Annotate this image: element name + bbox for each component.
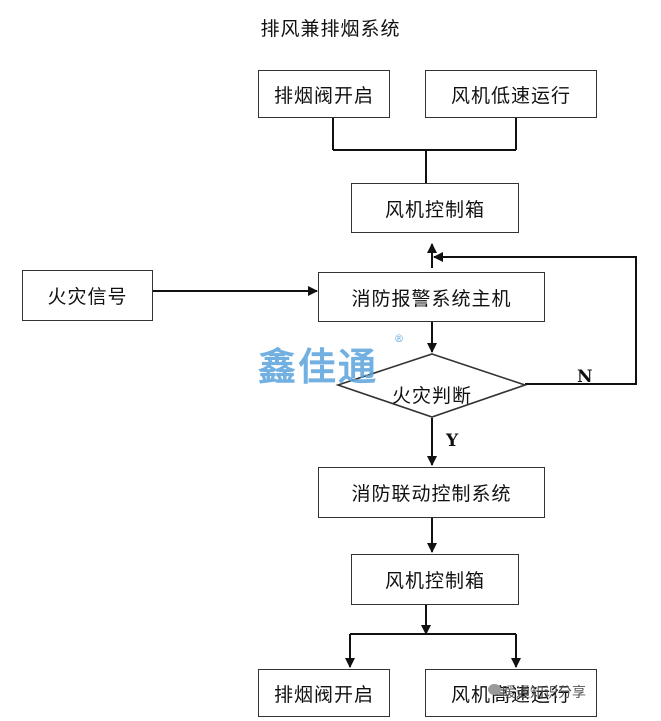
diagram-title: 排风兼排烟系统	[260, 18, 401, 40]
node-smoke-valve-open-bottom: 排烟阀开启	[258, 669, 390, 717]
fire-judgment-diamond	[335, 353, 528, 418]
node-fan-low-speed: 风机低速运行	[425, 70, 597, 118]
node-fire-signal: 火灾信号	[22, 270, 153, 321]
node-fire-alarm-host: 消防报警系统主机	[318, 272, 545, 322]
node-smoke-valve-open-top: 排烟阀开启	[258, 70, 390, 118]
node-fan-control-box-top: 风机控制箱	[351, 183, 519, 233]
node-fan-control-box-bottom: 风机控制箱	[351, 554, 519, 605]
watermark-registered-mark: ®	[394, 334, 404, 345]
wechat-icon	[488, 684, 501, 695]
node-linkage-control: 消防联动控制系统	[318, 467, 545, 518]
credit-text: 暖通知识分享	[502, 685, 586, 701]
node-fan-high-speed: 风机高速运行	[425, 669, 597, 717]
watermark-logo: 鑫佳通	[258, 345, 379, 389]
edge-label-yes: Y	[446, 431, 459, 451]
edge-no-loop	[433, 252, 637, 385]
fire-judgment-label: 火灾判断	[392, 385, 472, 407]
edge-label-no: N	[577, 367, 593, 387]
